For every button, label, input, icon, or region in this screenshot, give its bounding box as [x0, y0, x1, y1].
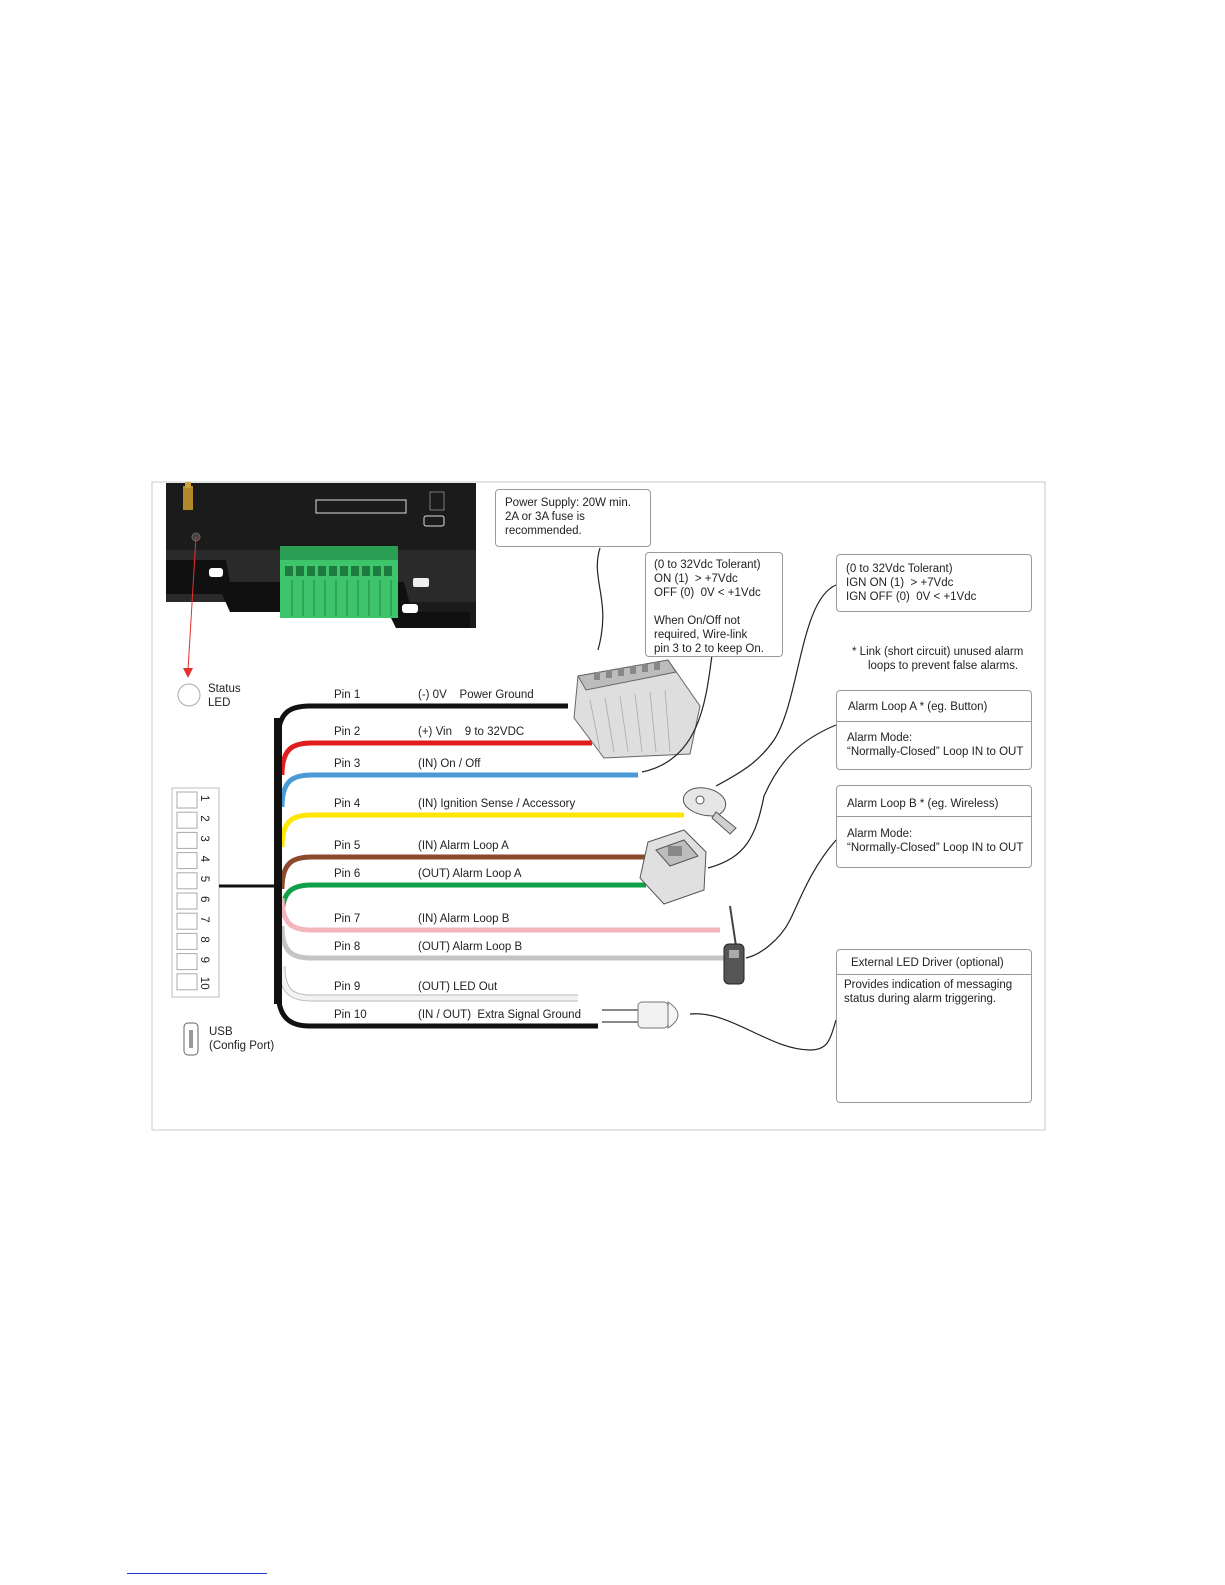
- connector-slot: [176, 912, 198, 930]
- wire-description: (-) 0V Power Ground: [418, 689, 534, 701]
- diagram-frame: [151, 481, 1046, 1131]
- arrowhead: [183, 668, 193, 678]
- wire-description: (IN) Ignition Sense / Accessory: [418, 798, 575, 810]
- status-led-icon: [177, 683, 201, 707]
- device-enclosure-icon: [166, 482, 476, 628]
- connector-number: 4: [198, 856, 210, 863]
- status-arrow: [187, 536, 197, 671]
- wire-pin-label: Pin 1: [334, 689, 360, 701]
- led-driver-body: Provides indication of messaging status …: [844, 979, 1013, 1005]
- on-off-callout: (0 to 32Vdc Tolerant) ON (1) > +7Vdc OFF…: [645, 552, 783, 657]
- connector-slot: [176, 872, 198, 890]
- ignition-text: (0 to 32Vdc Tolerant) IGN ON (1) > +7Vdc…: [846, 563, 977, 603]
- harness-trunk: [274, 718, 282, 1004]
- connector-number: 5: [198, 876, 210, 882]
- wire-5: [279, 854, 648, 890]
- wire-7: [279, 897, 720, 933]
- usb-label: USB (Config Port): [209, 1026, 275, 1052]
- connector-slot: [176, 831, 198, 849]
- footer-link-line: [127, 1573, 267, 1574]
- alarm-loop-b-callout: Alarm Loop B * (eg. Wireless) Alarm Mode…: [836, 785, 1032, 868]
- on-off-text: (0 to 32Vdc Tolerant) ON (1) > +7Vdc OFF…: [654, 559, 764, 655]
- wire-description: (IN) Alarm Loop B: [418, 913, 510, 925]
- connector-slot: [176, 953, 198, 971]
- wire-2: [279, 740, 592, 776]
- wire-pin-label: Pin 7: [334, 913, 360, 925]
- wire-pin-label: Pin 10: [334, 1009, 367, 1021]
- ignition-key-icon: [682, 787, 737, 835]
- wire-8: [279, 925, 724, 961]
- wire-pin-label: Pin 2: [334, 726, 360, 738]
- alarm-loop-b-title: Alarm Loop B * (eg. Wireless): [847, 798, 999, 810]
- wire-4: [279, 812, 684, 848]
- alarm-loop-a-header: [837, 691, 1031, 722]
- wire-pin-label: Pin 4: [334, 798, 361, 810]
- connector-slot: [176, 791, 198, 809]
- car-battery-icon: [573, 659, 701, 759]
- connector-slot: [176, 932, 198, 950]
- connector-slot: [176, 973, 198, 991]
- wireless-sensor-icon: [723, 905, 745, 985]
- wire-pin-label: Pin 5: [334, 840, 360, 852]
- connector-number: 3: [198, 835, 210, 841]
- connector-number: 7: [198, 916, 210, 922]
- wire-pin-label: Pin 9: [334, 981, 360, 993]
- power-supply-callout: Power Supply: 20W min. 2A or 3A fuse is …: [495, 489, 651, 547]
- wire-description: (IN) Alarm Loop A: [418, 840, 509, 852]
- wire-3: [279, 772, 638, 808]
- link-note: * Link (short circuit) unused alarm loop…: [852, 646, 1024, 672]
- wire-description: (OUT) Alarm Loop B: [418, 941, 522, 953]
- wire-pin-label: Pin 8: [334, 941, 360, 953]
- ignition-callout: (0 to 32Vdc Tolerant) IGN ON (1) > +7Vdc…: [836, 554, 1032, 612]
- connector-number: 1: [198, 795, 210, 801]
- status-led-label: Status LED: [208, 683, 241, 709]
- wire-pin-label: Pin 3: [334, 758, 360, 770]
- power-supply-text: Power Supply: 20W min. 2A or 3A fuse is …: [505, 497, 631, 537]
- wire-description: (OUT) Alarm Loop A: [418, 868, 522, 880]
- led-icon: [602, 1001, 679, 1029]
- alarm-loop-b-body: Alarm Mode: “Normally-Closed” Loop IN to…: [847, 828, 1024, 854]
- alarm-loop-b-header: [837, 786, 1031, 817]
- wire-description: (OUT) LED Out: [418, 981, 498, 993]
- connector-number: 8: [198, 936, 210, 942]
- alarm-button-icon: [639, 829, 707, 905]
- alarm-loop-a-title: Alarm Loop A * (eg. Button): [848, 701, 988, 713]
- wire-pin-label: Pin 6: [334, 868, 360, 880]
- led-driver-callout: External LED Driver (optional) Provides …: [836, 949, 1032, 1103]
- wire-9: [279, 965, 578, 1001]
- wire-description: (IN) On / Off: [418, 758, 481, 770]
- connector-number: 6: [198, 896, 210, 902]
- led-driver-title: External LED Driver (optional): [851, 957, 1004, 969]
- wire-description: (+) Vin 9 to 32VDC: [418, 726, 524, 738]
- wire-description: (IN / OUT) Extra Signal Ground: [418, 1009, 581, 1021]
- connector-slot: [176, 892, 198, 910]
- connector-number: 10: [198, 977, 210, 990]
- connector-slot: [176, 811, 198, 829]
- led-driver-header: [837, 950, 1031, 975]
- connector-number: 9: [198, 957, 210, 963]
- connector-number: 2: [198, 815, 210, 821]
- alarm-loop-a-body: Alarm Mode: “Normally-Closed” Loop IN to…: [847, 732, 1024, 758]
- connector-slot: [176, 852, 198, 870]
- leader-lines: [596, 547, 837, 1051]
- alarm-loop-a-callout: Alarm Loop A * (eg. Button) Alarm Mode: …: [836, 690, 1032, 770]
